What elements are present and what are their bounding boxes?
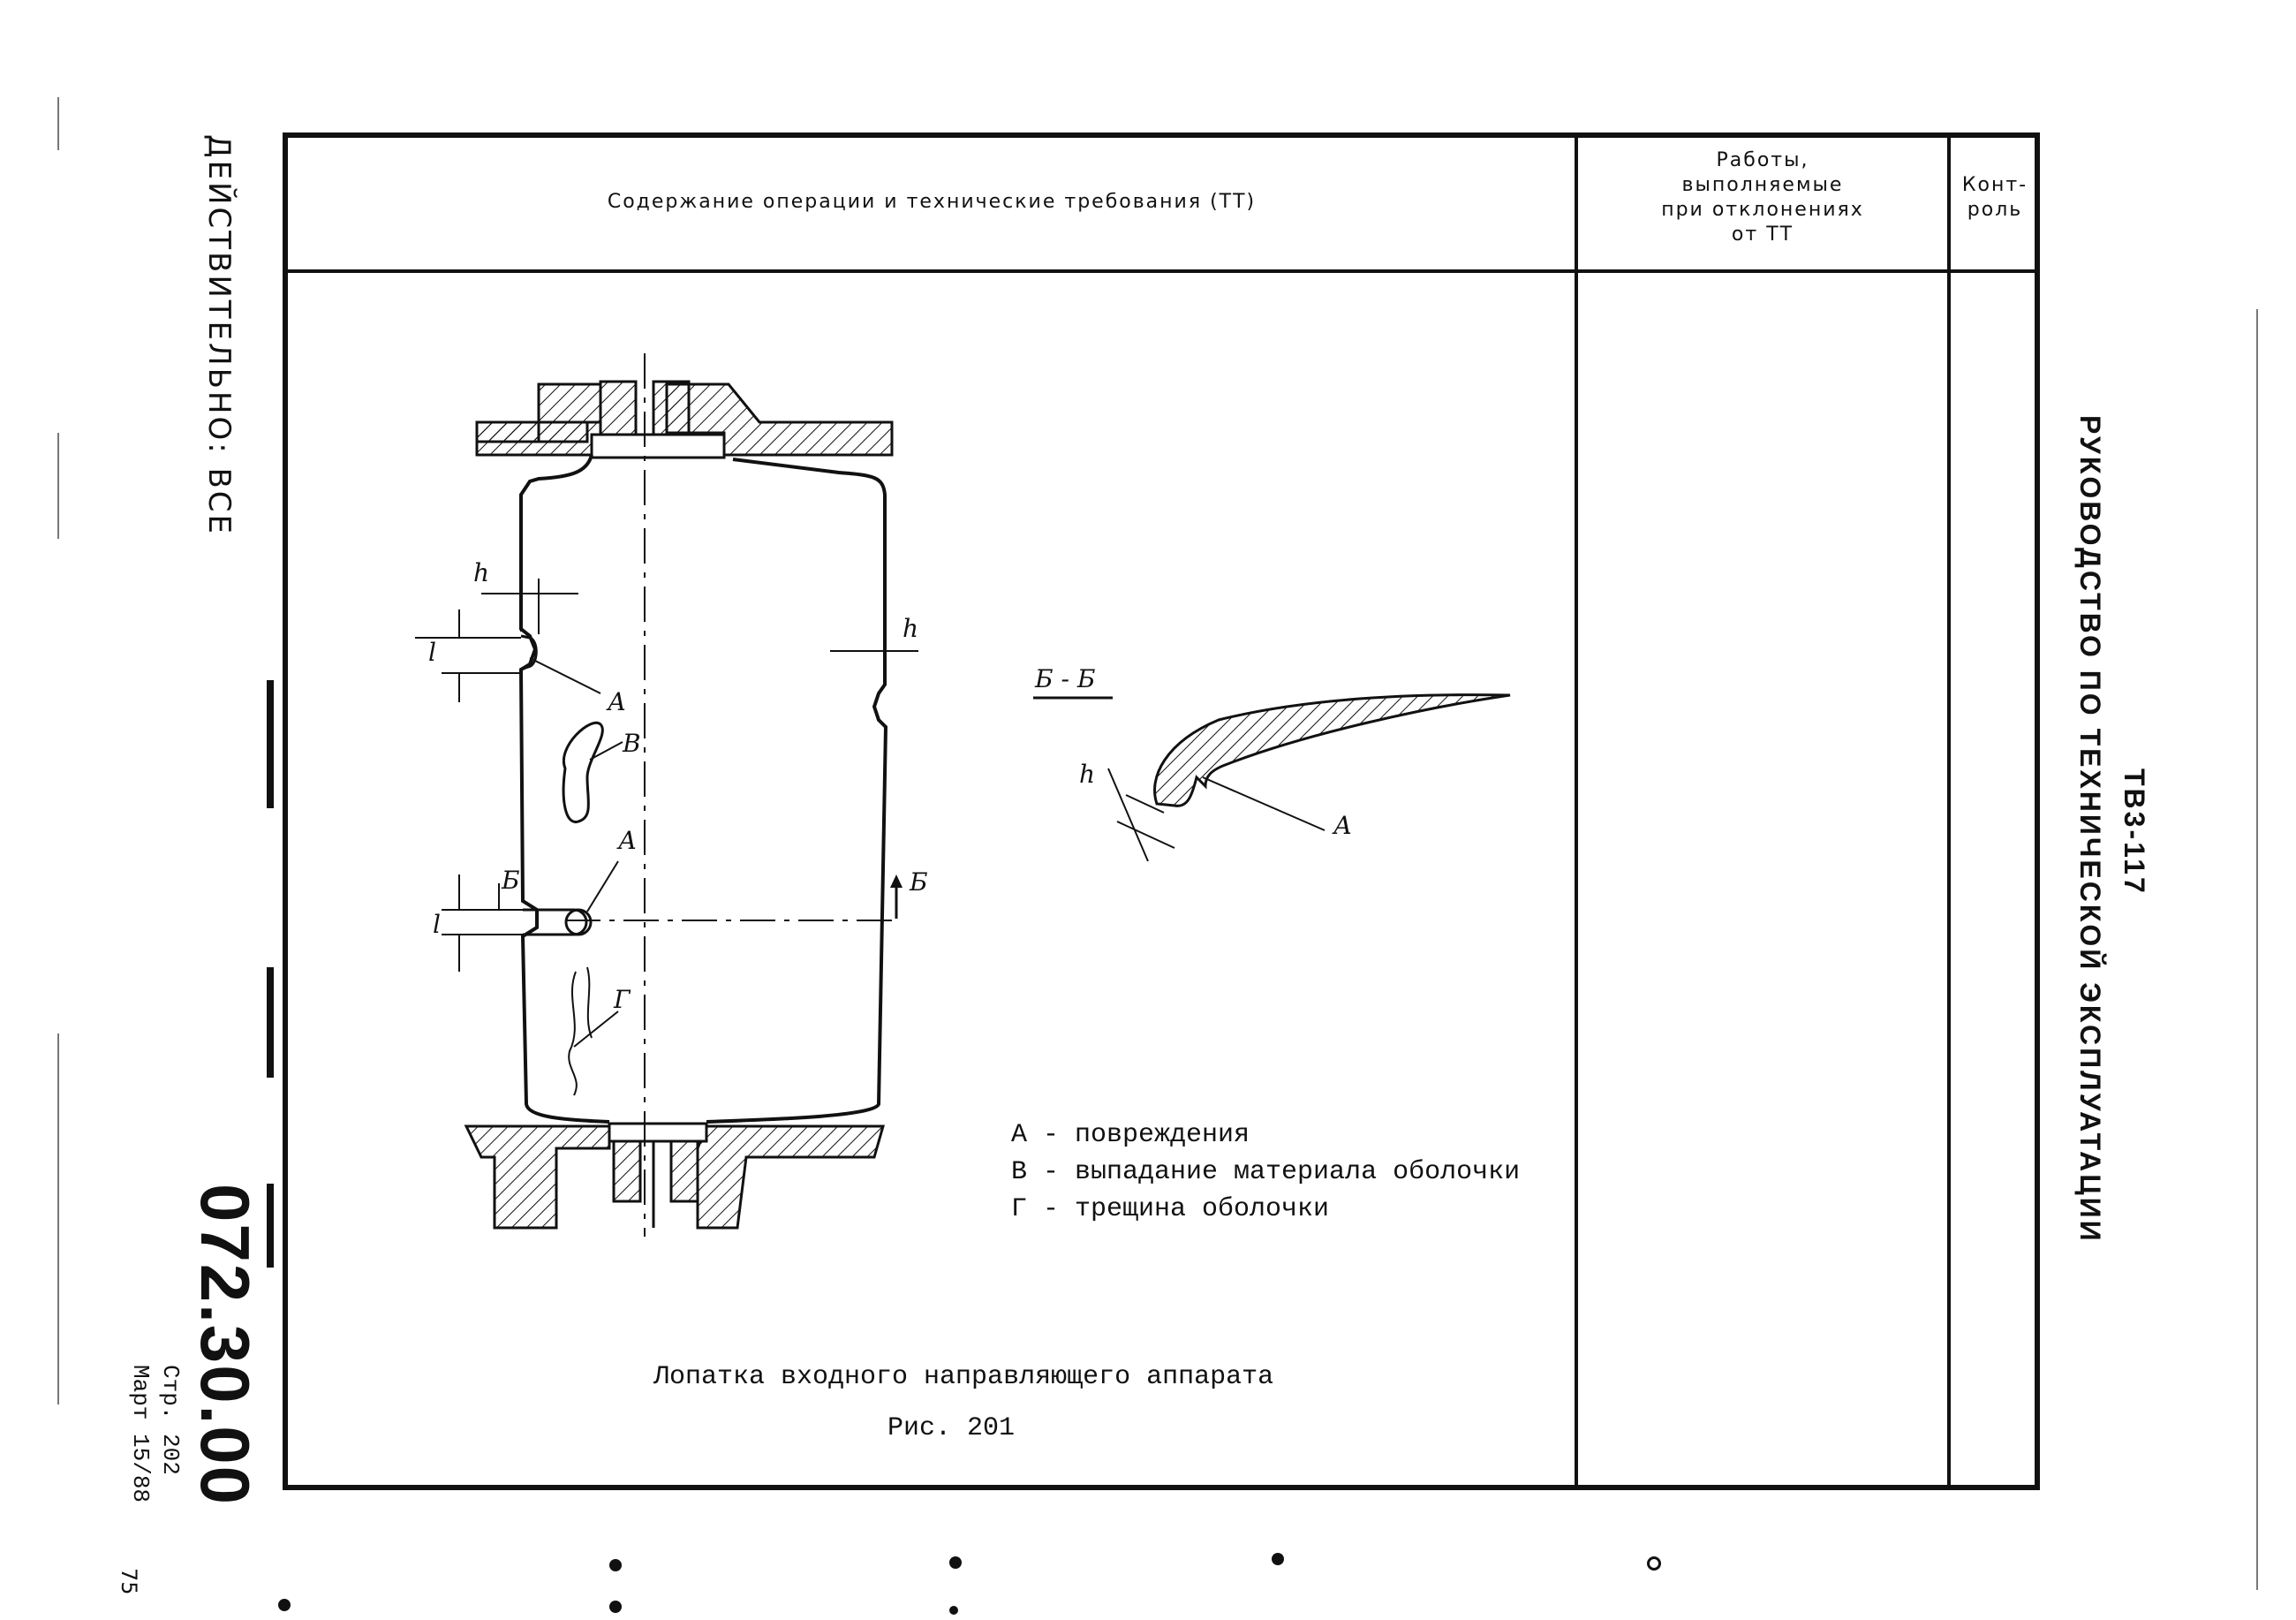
- figure-number: Рис. 201: [887, 1413, 1016, 1443]
- binder-hole: [609, 1601, 622, 1613]
- binder-hole: [1647, 1556, 1661, 1571]
- binder-hole: [949, 1556, 962, 1569]
- change-bar: [267, 1184, 274, 1268]
- col2-header-line: Работы,: [1716, 149, 1809, 171]
- top-mount: [475, 380, 894, 459]
- figure-caption: Лопатка входного направляющего аппарата: [653, 1362, 1274, 1392]
- scan-edge: [57, 97, 59, 150]
- binder-hole: [949, 1606, 958, 1615]
- col2-header-line: при отклонениях: [1661, 199, 1864, 221]
- col3-header: Конт- роль: [1953, 173, 2036, 223]
- dim-label-l-top: l: [428, 638, 436, 667]
- binder-hole: [1272, 1553, 1284, 1565]
- col2-header-line: выполняемые: [1681, 174, 1844, 196]
- column-divider-1: [1575, 132, 1578, 1490]
- col2-header: Работы, выполняемые при отклонениях от Т…: [1581, 148, 1945, 247]
- section-mark-right: Б: [910, 867, 928, 897]
- change-bar: [267, 967, 274, 1078]
- label-a-section: А: [1333, 811, 1353, 840]
- dim-label-h-section: h: [1079, 760, 1096, 789]
- section-title: Б - Б: [1035, 664, 1096, 693]
- binder-hole: [609, 1559, 622, 1571]
- label-g: Г: [614, 985, 631, 1014]
- dim-label-l-bottom: l: [433, 910, 441, 939]
- scan-edge: [57, 1033, 59, 1404]
- label-a-bottom: А: [618, 826, 638, 855]
- label-b: В: [623, 729, 641, 758]
- legend-item: Г - трещина оболочки: [1011, 1194, 1330, 1224]
- label-a-top: А: [608, 687, 627, 716]
- scan-edge: [57, 433, 59, 539]
- blade-outline: [518, 454, 888, 1124]
- bottom-mount: [464, 1122, 885, 1230]
- legend-item: А - повреждения: [1011, 1120, 1250, 1150]
- column-divider-2: [1947, 132, 1951, 1490]
- table-frame: [283, 132, 2040, 1490]
- col2-header-line: от ТТ: [1731, 223, 1794, 246]
- col3-header-line: роль: [1967, 199, 2023, 221]
- corner-mark: 75: [117, 1568, 141, 1595]
- scan-edge: [2256, 309, 2258, 1590]
- section-mark-left: Б: [502, 866, 520, 895]
- col3-header-line: Конт-: [1961, 174, 2028, 196]
- dim-label-h-right: h: [903, 614, 919, 643]
- binder-hole: [278, 1599, 291, 1611]
- header-divider: [283, 269, 2040, 273]
- legend-item: В - выпадание материала оболочки: [1011, 1157, 1521, 1187]
- col1-header: Содержание операции и технические требов…: [607, 191, 1257, 213]
- dim-label-h-top: h: [473, 558, 490, 587]
- change-bar: [267, 680, 274, 808]
